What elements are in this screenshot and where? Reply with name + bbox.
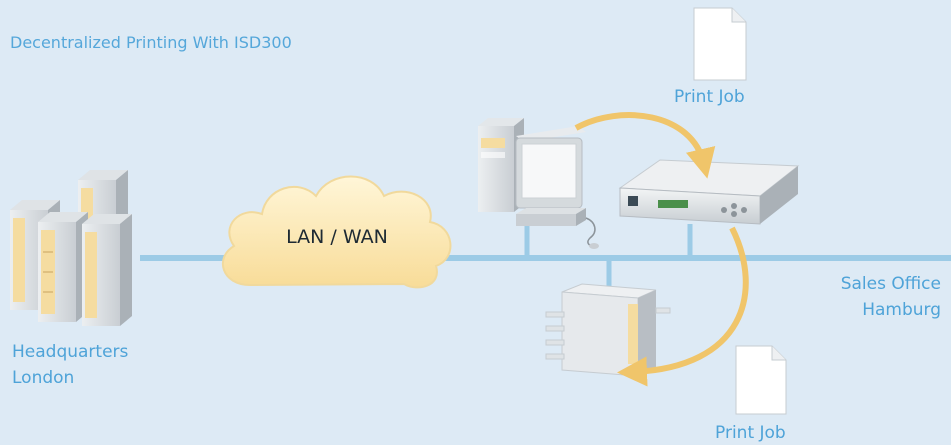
server-cluster-icon: [10, 170, 132, 326]
diagram-title: Decentralized Printing With ISD300: [10, 33, 292, 52]
print-job-bottom-label: Print Job: [715, 423, 786, 443]
document-icon: [693, 7, 747, 81]
cloud-icon: [222, 175, 452, 289]
sales-office-line1: Sales Office: [840, 274, 941, 294]
arrow-to-print-server: [574, 112, 716, 179]
sales-office-line2: Hamburg: [862, 300, 941, 320]
cloud-label: LAN / WAN: [286, 226, 388, 248]
headquarters-line1: Headquarters: [12, 342, 129, 362]
sales-office-label: Sales Office Hamburg: [841, 271, 941, 323]
print-server-device-icon: [618, 159, 800, 225]
arrow-to-printer: [617, 226, 749, 387]
printer-icon: [545, 283, 671, 377]
document-icon: [735, 345, 787, 415]
headquarters-line2: London: [12, 368, 75, 388]
desktop-computer-icon: [478, 118, 599, 249]
headquarters-label: Headquarters London: [12, 339, 128, 391]
print-flow-arrows: [574, 112, 749, 387]
print-job-top-label: Print Job: [674, 87, 745, 107]
